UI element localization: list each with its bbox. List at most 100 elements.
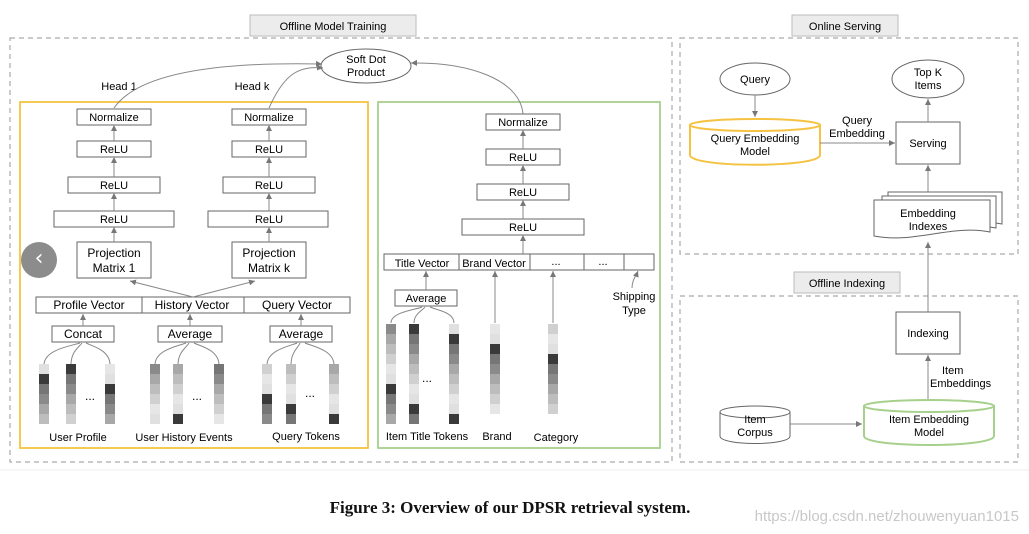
item-tower-frame [377, 101, 661, 449]
proj1-line2: Matrix 1 [93, 261, 136, 275]
token-cell [490, 324, 500, 334]
normalize-label: Normalize [89, 112, 139, 124]
token-cell [262, 404, 272, 414]
token-cell [329, 374, 339, 384]
token-cell [449, 374, 459, 384]
ellipsis: ... [192, 389, 202, 403]
token-cell [262, 394, 272, 404]
token-cell [409, 324, 419, 334]
indexing-label: Indexing [907, 328, 949, 340]
token-cell [105, 414, 115, 424]
token-cell [39, 414, 49, 424]
embedding-indexes-doc [873, 199, 991, 239]
proj1-line1: Projection [87, 246, 140, 260]
token-cell [548, 384, 558, 394]
item-tower-token-columns [386, 324, 558, 424]
token-cell [386, 374, 396, 384]
token-cell [173, 404, 183, 414]
token-cell [548, 394, 558, 404]
token-cell [490, 344, 500, 354]
brand-vector-label: Brand Vector [462, 258, 526, 270]
relu-label: ReLU [509, 222, 537, 234]
item-feature-vector [383, 253, 655, 271]
token-cell [386, 344, 396, 354]
token-cell [173, 394, 183, 404]
top-k-line2: Items [915, 80, 942, 92]
query-tower-token-columns [39, 364, 339, 424]
item-corpus-cylinder [719, 411, 791, 444]
query-tower-frame [19, 101, 369, 449]
token-cell [449, 404, 459, 414]
token-cell [490, 354, 500, 364]
item-embeddings-line2: Embeddings [930, 378, 992, 390]
item-corpus-line1: Item [744, 414, 765, 426]
token-cell [409, 344, 419, 354]
offline-training-label-box [249, 14, 417, 37]
shipping-line1: Shipping [613, 291, 656, 303]
token-cell [66, 384, 76, 394]
token-cell [409, 334, 419, 344]
top-k-line1: Top K [914, 67, 943, 79]
query-embedding-line2: Embedding [829, 128, 885, 140]
token-cell [490, 374, 500, 384]
offline-indexing-label-box [793, 271, 901, 294]
top-k-items-node [891, 59, 965, 99]
normalize-label: Normalize [498, 117, 548, 129]
brand-label: Brand [482, 431, 511, 443]
offline-training-title: Offline Model Training [280, 21, 387, 33]
token-cell [214, 384, 224, 394]
token-cell [329, 414, 339, 424]
token-cell [214, 404, 224, 414]
token-cell [173, 374, 183, 384]
shipping-line2: Type [622, 305, 646, 317]
offline-indexing-title: Offline Indexing [809, 278, 885, 290]
query-label: Query [740, 74, 770, 86]
relu-label: ReLU [100, 144, 128, 156]
token-cell [150, 364, 160, 374]
token-cell [173, 414, 183, 424]
token-cell [548, 344, 558, 354]
token-cell [105, 374, 115, 384]
token-cell [39, 364, 49, 374]
projk-line1: Projection [242, 246, 295, 260]
head-k-label: Head k [235, 81, 270, 93]
projection-matrix-k [231, 241, 307, 279]
token-cell [214, 364, 224, 374]
token-cell [286, 394, 296, 404]
category-label: Category [534, 432, 579, 444]
token-cell [449, 324, 459, 334]
item-corpus-line2: Corpus [737, 427, 773, 439]
token-cell [409, 374, 419, 384]
token-cell [449, 414, 459, 424]
qem-line2: Model [740, 146, 770, 158]
relu-label: ReLU [509, 187, 537, 199]
item-embedding-model-cylinder [863, 405, 995, 446]
token-cell [548, 404, 558, 414]
token-cell [409, 364, 419, 374]
embedding-indexes-line1: Embedding [900, 208, 956, 220]
soft-dot-line2: Product [347, 67, 385, 79]
average-label: Average [279, 327, 324, 341]
token-cell [386, 334, 396, 344]
token-cell [286, 364, 296, 374]
qem-line1: Query Embedding [711, 133, 800, 145]
token-cell [286, 374, 296, 384]
token-cell [173, 364, 183, 374]
token-cell [329, 364, 339, 374]
user-history-label: User History Events [135, 432, 233, 444]
token-cell [409, 414, 419, 424]
average-label: Average [406, 293, 447, 305]
token-cell [490, 394, 500, 404]
token-cell [386, 414, 396, 424]
offline-training-frame [9, 37, 673, 463]
token-cell [214, 394, 224, 404]
token-cell [262, 374, 272, 384]
token-cell [490, 364, 500, 374]
chevron-left-icon[interactable]: ‹ [21, 242, 57, 278]
token-cell [548, 354, 558, 364]
token-cell [105, 404, 115, 414]
token-cell [173, 384, 183, 394]
profile-vector-label: Profile Vector [53, 298, 124, 312]
relu-label: ReLU [509, 152, 537, 164]
